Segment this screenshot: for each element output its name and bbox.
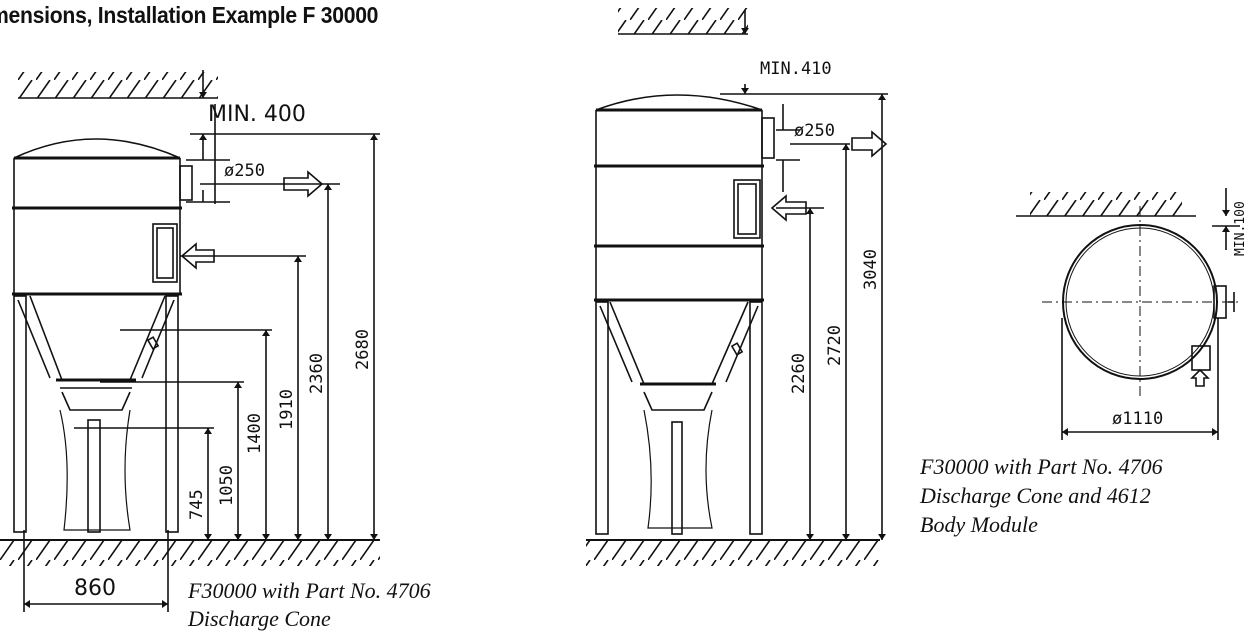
- fig1-height-1910: 1910: [277, 389, 297, 430]
- fig2-height-3040: 3040: [861, 249, 881, 290]
- fig1-min-clearance: MIN. 400: [208, 102, 306, 127]
- figure-1-unit: [0, 70, 380, 612]
- fig1-height-1050: 1050: [217, 465, 237, 506]
- fig1-height-745: 745: [187, 489, 207, 520]
- fig1-height-2360: 2360: [307, 353, 327, 394]
- fig2-height-2260: 2260: [789, 353, 809, 394]
- fig1-height-1400: 1400: [245, 413, 265, 454]
- fig3-min-clearance: MIN.100: [1233, 201, 1248, 256]
- fig1-leg-spacing: 860: [74, 576, 116, 601]
- fig1-caption-line2: Discharge Cone: [187, 606, 331, 631]
- fig2-min-clearance: MIN.410: [760, 59, 832, 79]
- fig2-height-2720: 2720: [825, 325, 845, 366]
- fig3-diameter: ø1110: [1112, 409, 1163, 429]
- figure-3-plan-view: [1016, 188, 1240, 440]
- fig1-caption-line1: F30000 with Part No. 4706: [187, 578, 431, 603]
- fig3-caption-line2: Discharge Cone and 4612: [919, 483, 1151, 508]
- fig1-outlet-diameter: ø250: [224, 161, 265, 181]
- fig2-outlet-diameter: ø250: [794, 121, 835, 141]
- fig1-height-2680: 2680: [353, 329, 373, 370]
- page-title: mensions, Installation Example F 30000: [0, 2, 379, 28]
- fig3-caption-line3: Body Module: [920, 512, 1038, 537]
- fig3-caption-line1: F30000 with Part No. 4706: [919, 454, 1163, 479]
- figure-2-unit: [586, 8, 888, 566]
